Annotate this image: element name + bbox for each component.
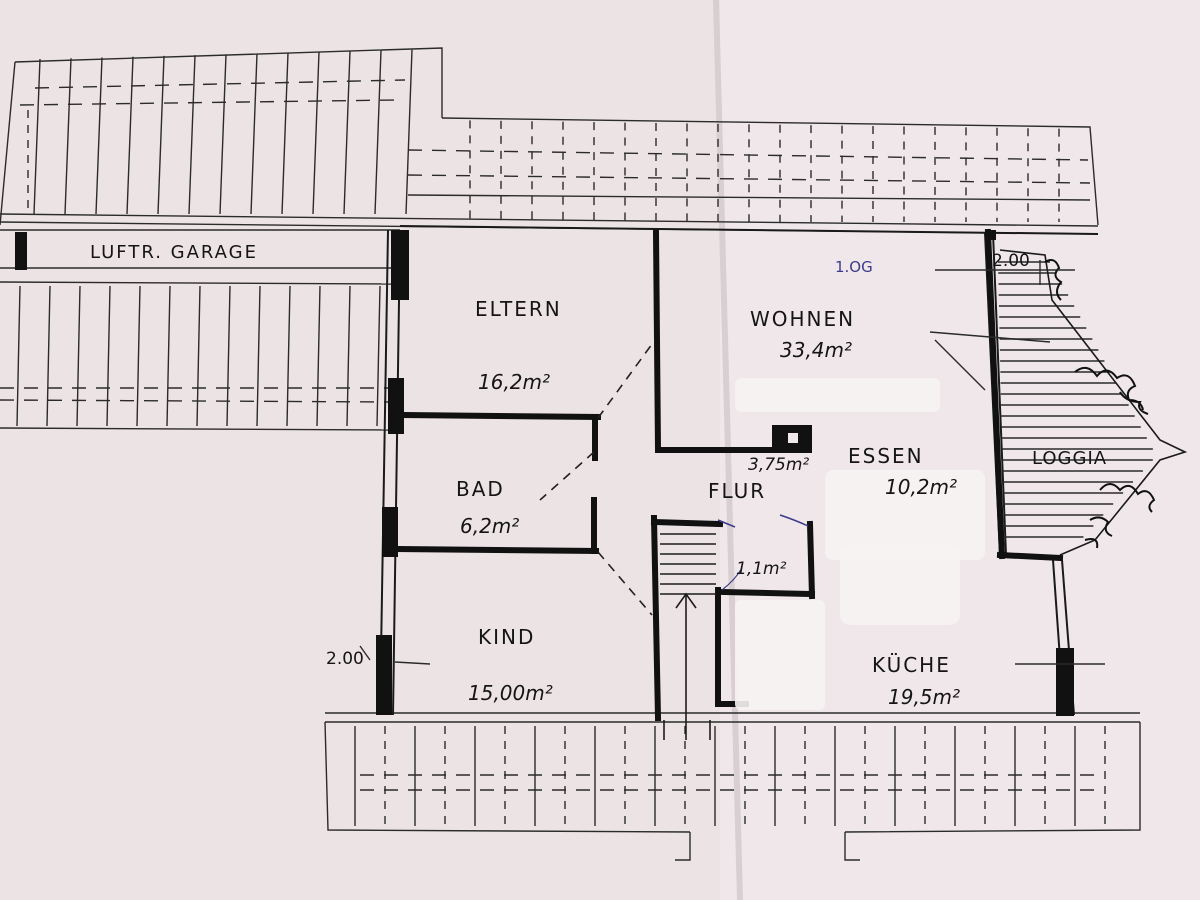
bad-area: 6,2m² <box>460 514 519 538</box>
garage-pier <box>15 232 27 270</box>
flur-label: FLUR <box>708 479 766 503</box>
bad-label: BAD <box>456 477 505 501</box>
wohnen-label: WOHNEN <box>750 307 855 331</box>
plant-icon <box>1044 259 1156 549</box>
wc-area: 1,1m² <box>736 559 787 579</box>
garage-label: LUFTR. GARAGE <box>90 242 258 263</box>
roof-top-right <box>407 117 1099 226</box>
whiteout-patches <box>735 378 985 710</box>
eltern-area: 16,2m² <box>478 370 550 394</box>
loggia-label: LOGGIA <box>1032 448 1107 469</box>
kind-label: KIND <box>478 625 535 649</box>
wohnen-area: 33,4m² <box>780 338 852 362</box>
roof-left-middle <box>0 285 393 431</box>
staircase <box>660 533 716 740</box>
roof-bottom <box>324 712 1141 861</box>
essen-label: ESSEN <box>848 444 924 468</box>
garage-strip <box>0 229 400 285</box>
flur-area: 3,75m² <box>748 455 809 475</box>
walls <box>376 225 1099 722</box>
dimension-top-right: 2.00 <box>992 251 1030 271</box>
kueche-label: KÜCHE <box>872 653 951 677</box>
essen-area: 10,2m² <box>885 475 957 499</box>
eltern-label: ELTERN <box>475 297 562 321</box>
door-swings <box>539 339 809 616</box>
kind-area: 15,00m² <box>468 681 553 705</box>
roof-top-left <box>0 47 443 226</box>
kueche-area: 19,5m² <box>888 685 960 709</box>
floor-label: 1.OG <box>835 258 873 276</box>
dimension-left: 2.00 <box>326 649 364 669</box>
paper-left-page <box>0 0 720 900</box>
dimension-ticks <box>359 260 1105 665</box>
